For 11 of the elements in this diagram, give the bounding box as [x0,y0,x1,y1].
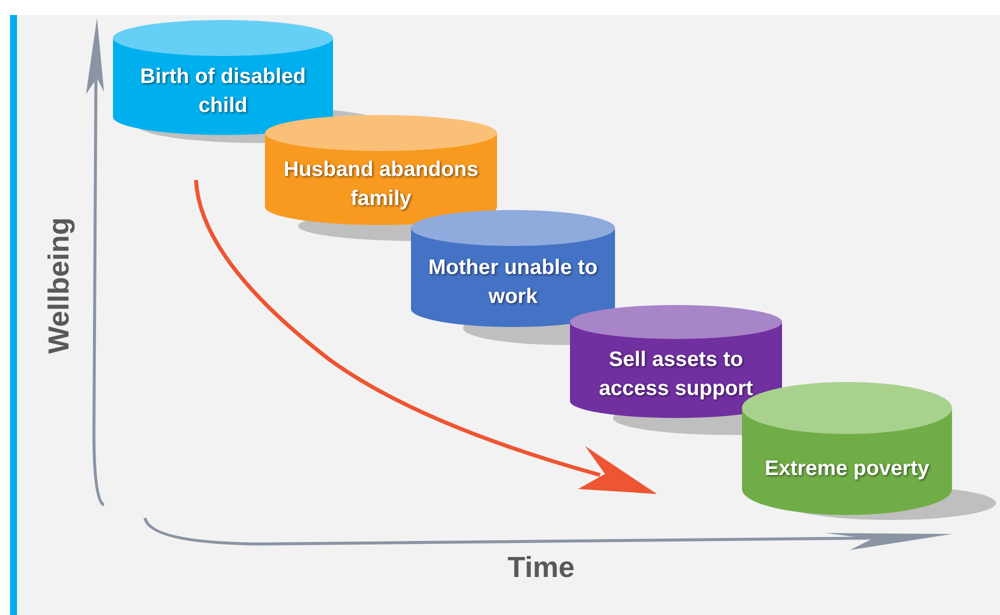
step-label: Mother unable to work [427,255,599,310]
cylinder-step [411,210,615,327]
axis-label: Time [508,552,575,584]
cylinder-step [570,305,782,418]
step-label: Birth of disabled child [139,64,307,119]
step-label: Husband abandons family [282,156,480,212]
step-label: Sell assets to access support [598,347,754,402]
axis-label: Wellbeing [44,216,77,354]
step-label: Extreme poverty [764,456,930,482]
cylinder-step [265,115,497,225]
cylinder-step [113,20,333,135]
